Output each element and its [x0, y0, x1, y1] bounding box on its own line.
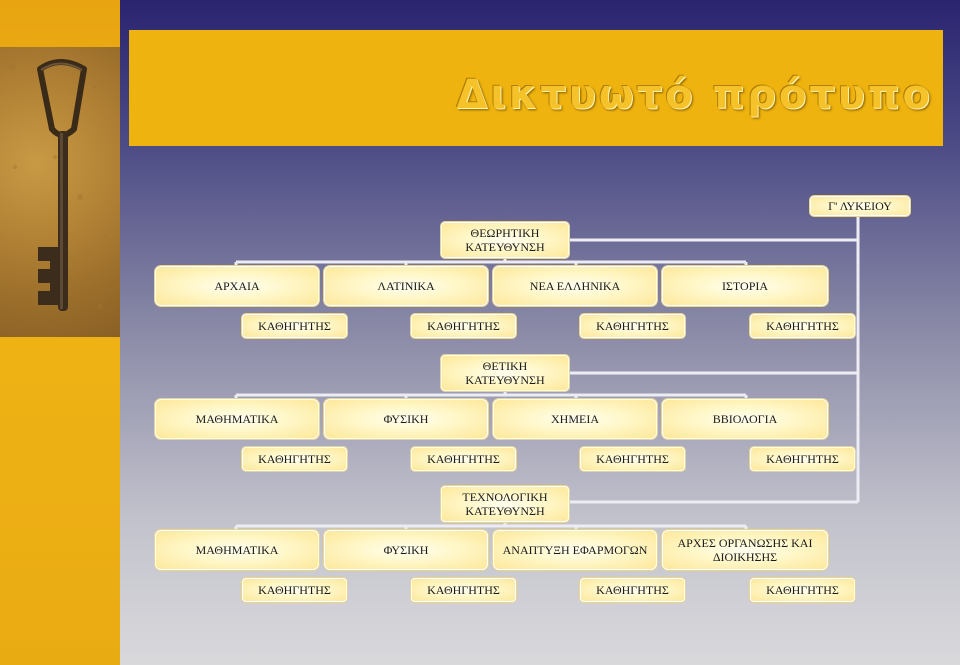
subject-label: ΧΗΜΕΙΑ — [551, 412, 599, 426]
subject-box: ΦΥΣΙΚΗ — [324, 399, 488, 439]
subject-box: ΜΑΘΗΜΑΤΙΚΑ — [155, 530, 319, 570]
subject-box: ΧΗΜΕΙΑ — [493, 399, 657, 439]
subject-box: ΙΣΤΟΡΙΑ — [662, 266, 828, 306]
subject-label: ΦΥΣΙΚΗ — [383, 543, 429, 557]
subject-box: ΑΡΧΕΣ ΟΡΓΑΝΩΣΗΣ ΚΑΙ ΔΙΟΙΚΗΣΗΣ — [662, 530, 828, 570]
teacher-label: ΚΑΘΗΓΗΤΗΣ — [766, 583, 839, 597]
subject-box: ΑΡΧΑΙΑ — [155, 266, 319, 306]
subject-label: ΝΕΑ ΕΛΛΗΝΙΚΑ — [529, 279, 621, 293]
teacher-box: ΚΑΘΗΓΗΤΗΣ — [580, 314, 685, 338]
teacher-box: ΚΑΘΗΓΗΤΗΣ — [411, 447, 516, 471]
subject-label: ΒΒΙΟΛΟΓΙΑ — [712, 412, 778, 426]
teacher-box: ΚΑΘΗΓΗΤΗΣ — [411, 578, 516, 602]
teacher-label: ΚΑΘΗΓΗΤΗΣ — [766, 452, 839, 466]
teacher-label: ΚΑΘΗΓΗΤΗΣ — [596, 452, 669, 466]
teacher-box: ΚΑΘΗΓΗΤΗΣ — [242, 447, 347, 471]
direction-2-box: ΘΕΤΙΚΗ ΚΑΤΕΥΘΥΝΣΗ — [441, 355, 569, 391]
direction-1-box: ΘΕΩΡΗΤΙΚΗ ΚΑΤΕΥΘΥΝΣΗ — [441, 222, 569, 258]
teacher-label: ΚΑΘΗΓΗΤΗΣ — [596, 583, 669, 597]
teacher-label: ΚΑΘΗΓΗΤΗΣ — [258, 319, 331, 333]
subject-box: ΦΥΣΙΚΗ — [324, 530, 488, 570]
teacher-box: ΚΑΘΗΓΗΤΗΣ — [750, 578, 855, 602]
teacher-label: ΚΑΘΗΓΗΤΗΣ — [258, 452, 331, 466]
subject-label: ΙΣΤΟΡΙΑ — [721, 279, 769, 293]
key-icon — [9, 59, 107, 311]
teacher-box: ΚΑΘΗΓΗΤΗΣ — [242, 314, 347, 338]
subject-box: ΑΝΑΠΤΥΞΗ ΕΦΑΡΜΟΓΩΝ — [493, 530, 657, 570]
teacher-label: ΚΑΘΗΓΗΤΗΣ — [596, 319, 669, 333]
teacher-label: ΚΑΘΗΓΗΤΗΣ — [427, 319, 500, 333]
direction-2-label: ΘΕΤΙΚΗ ΚΑΤΕΥΘΥΝΣΗ — [465, 359, 545, 387]
teacher-box: ΚΑΘΗΓΗΤΗΣ — [580, 578, 685, 602]
subject-label: ΦΥΣΙΚΗ — [383, 412, 429, 426]
direction-1-label: ΘΕΩΡΗΤΙΚΗ ΚΑΤΕΥΘΥΝΣΗ — [465, 226, 545, 254]
subject-label: ΜΑΘΗΜΑΤΙΚΑ — [195, 412, 279, 426]
teacher-box: ΚΑΘΗΓΗΤΗΣ — [750, 447, 855, 471]
teacher-box: ΚΑΘΗΓΗΤΗΣ — [411, 314, 516, 338]
teacher-label: ΚΑΘΗΓΗΤΗΣ — [766, 319, 839, 333]
subject-label: ΑΡΧΑΙΑ — [214, 279, 260, 293]
teacher-box: ΚΑΘΗΓΗΤΗΣ — [750, 314, 855, 338]
subject-label: ΑΝΑΠΤΥΞΗ ΕΦΑΡΜΟΓΩΝ — [502, 543, 648, 557]
key-photo — [0, 47, 120, 337]
subject-label: ΑΡΧΕΣ ΟΡΓΑΝΩΣΗΣ ΚΑΙ ΔΙΟΙΚΗΣΗΣ — [677, 536, 813, 564]
teacher-label: ΚΑΘΗΓΗΤΗΣ — [258, 583, 331, 597]
subject-box: ΜΑΘΗΜΑΤΙΚΑ — [155, 399, 319, 439]
subject-label: ΛΑΤΙΝΙΚΑ — [377, 279, 435, 293]
teacher-box: ΚΑΘΗΓΗΤΗΣ — [242, 578, 347, 602]
direction-3-box: ΤΕΧΝΟΛΟΓΙΚΗ ΚΑΤΕΥΘΥΝΣΗ — [441, 486, 569, 522]
direction-3-label: ΤΕΧΝΟΛΟΓΙΚΗ ΚΑΤΕΥΘΥΝΣΗ — [462, 490, 548, 518]
subject-box: ΝΕΑ ΕΛΛΗΝΙΚΑ — [493, 266, 657, 306]
root-node-box: Γ' ΛΥΚΕΙΟΥ — [810, 196, 910, 216]
subject-box: ΒΒΙΟΛΟΓΙΑ — [662, 399, 828, 439]
subject-box: ΛΑΤΙΝΙΚΑ — [324, 266, 488, 306]
teacher-label: ΚΑΘΗΓΗΤΗΣ — [427, 583, 500, 597]
title-banner: Δικτυωτό πρότυπο — [129, 30, 943, 146]
subject-label: ΜΑΘΗΜΑΤΙΚΑ — [195, 543, 279, 557]
page-title: Δικτυωτό πρότυπο — [456, 72, 933, 118]
teacher-label: ΚΑΘΗΓΗΤΗΣ — [427, 452, 500, 466]
teacher-box: ΚΑΘΗΓΗΤΗΣ — [580, 447, 685, 471]
root-node-label: Γ' ΛΥΚΕΙΟΥ — [828, 199, 892, 213]
